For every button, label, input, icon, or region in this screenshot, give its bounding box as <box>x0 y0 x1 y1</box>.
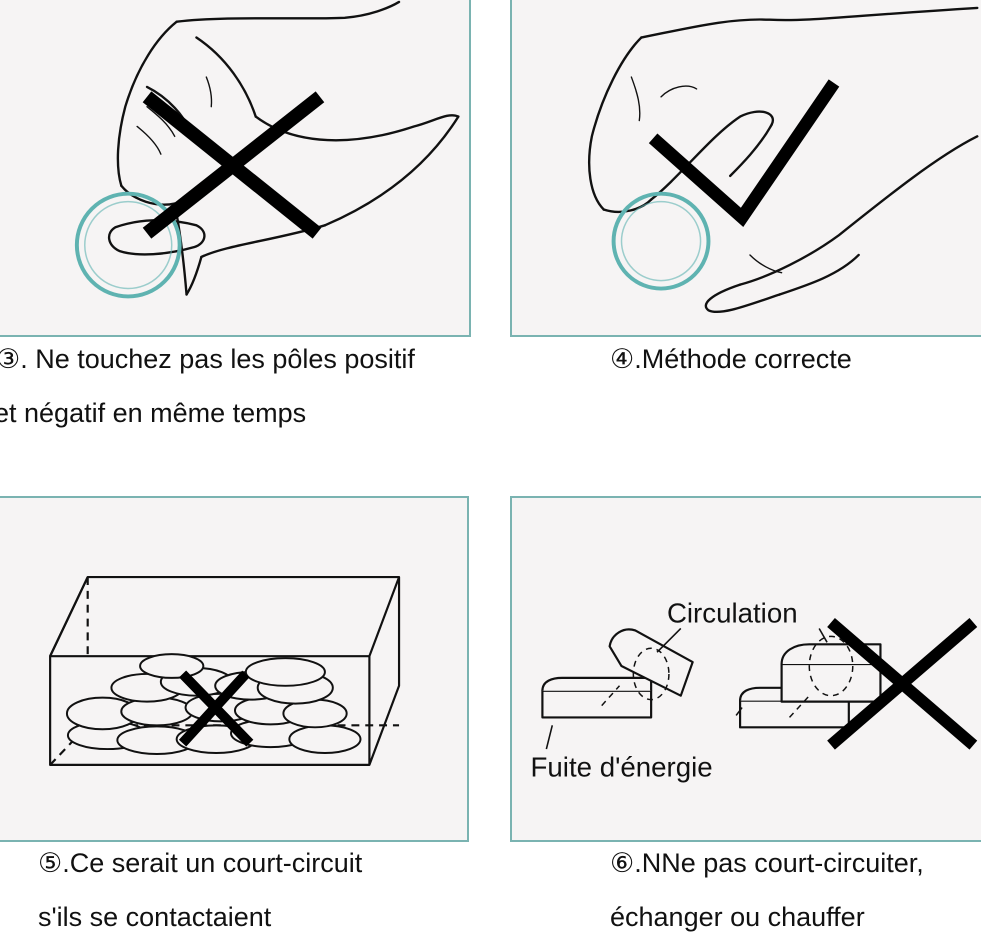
caption-panel-6-line-2: échanger ou chauffer <box>610 902 865 932</box>
caption-panel-3-line-2: et négatif en même temps <box>0 398 307 428</box>
battery-ring-icon <box>611 191 711 291</box>
illustration-hand-touching-poles <box>74 0 460 299</box>
illustration-correct-hold <box>588 6 979 314</box>
check-mark-icon <box>648 79 840 228</box>
cross-mark-icon <box>178 670 254 747</box>
cross-mark-icon <box>827 618 978 750</box>
panel-no-short-circuit: Circulation Fuite d'énergie <box>510 496 981 842</box>
caption-panel-3-line-1: ③. Ne touchez pas les pôles positif <box>0 344 415 374</box>
panel-correct-method <box>510 0 981 337</box>
panel-short-circuit-box <box>0 496 469 842</box>
cross-mark-icon <box>142 91 325 239</box>
caption-panel-5-line-1: ⑤.Ce serait un court-circuit <box>38 848 363 878</box>
caption-panel-5-line-2: s'ils se contactaient <box>38 902 272 932</box>
caption-panel-4: ④.Méthode correcte <box>610 344 852 374</box>
battery-ring-icon <box>74 191 182 299</box>
illustration-stacked-batteries: Circulation Fuite d'énergie <box>531 598 978 783</box>
label-energy-leak: Fuite d'énergie <box>531 752 713 783</box>
illustration-batteries-in-box <box>49 575 401 766</box>
panel-wrong-touch <box>0 0 471 337</box>
caption-panel-6-line-1: ⑥.NNe pas court-circuiter, <box>610 848 924 878</box>
label-circulation: Circulation <box>667 598 798 629</box>
